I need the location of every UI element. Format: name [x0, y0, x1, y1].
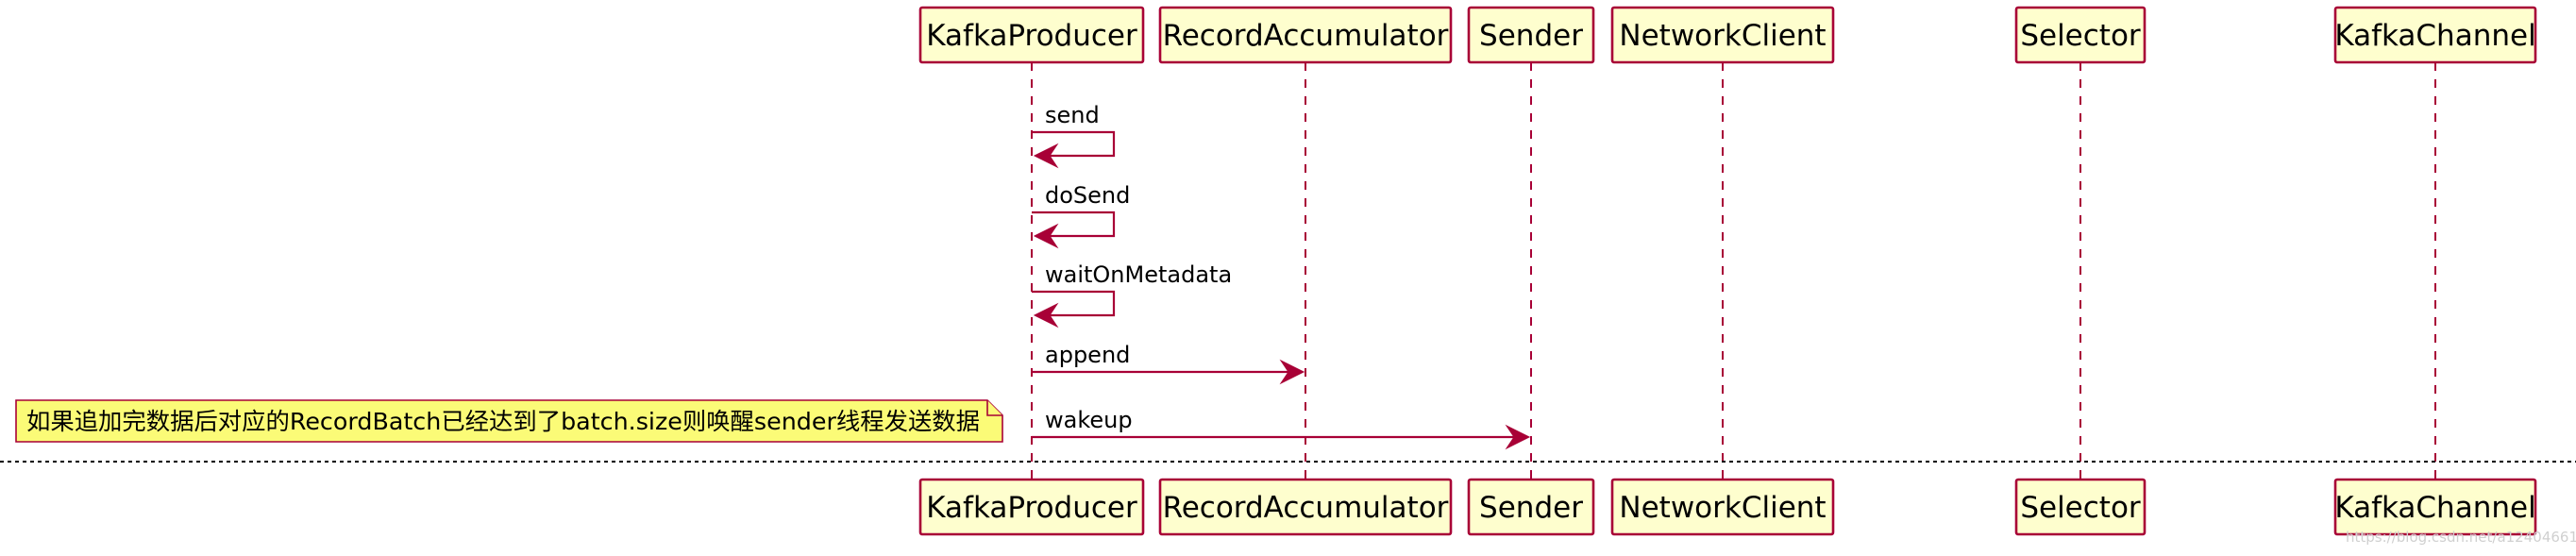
participant-label: KafkaProducer: [926, 491, 1137, 525]
participant-networkclient-bottom: NetworkClient: [1610, 478, 1835, 536]
participant-kafkachannel: KafkaChannel: [2333, 6, 2537, 64]
arrow-head-icon: [1505, 424, 1531, 450]
participant-label: NetworkClient: [1619, 19, 1826, 53]
participant-selector: Selector: [2014, 6, 2147, 64]
message-waitonmetadata: waitOnMetadata: [1032, 261, 1232, 329]
participant-label: Sender: [1479, 491, 1583, 525]
arrow-head-icon: [1033, 223, 1059, 249]
participant-label: RecordAccumulator: [1163, 19, 1449, 53]
arrow-head-icon: [1279, 359, 1305, 385]
message-wakeup: wakeup: [1032, 407, 1531, 450]
participant-label: RecordAccumulator: [1163, 491, 1449, 525]
participant-selector-bottom: Selector: [2014, 478, 2147, 536]
participant-kafkaproducer: KafkaProducer: [918, 6, 1145, 64]
participant-label: Selector: [2020, 491, 2141, 525]
message-arrow-line: [1032, 211, 1116, 238]
message-label: waitOnMetadata: [1045, 261, 1232, 288]
message-label: append: [1045, 342, 1130, 368]
lifelines: [1031, 62, 2436, 480]
participant-sender-bottom: Sender: [1467, 478, 1595, 536]
message-append: append: [1032, 342, 1305, 385]
message-dosend: doSend: [1032, 182, 1130, 249]
participant-recordaccumulator-bottom: RecordAccumulator: [1158, 478, 1453, 536]
message-arrow-line: [1032, 290, 1116, 317]
participant-label: Sender: [1479, 19, 1583, 53]
participant-recordaccumulator: RecordAccumulator: [1158, 6, 1453, 64]
participant-label: NetworkClient: [1619, 491, 1826, 525]
message-label: wakeup: [1045, 407, 1133, 433]
message-send: send: [1032, 102, 1116, 169]
participant-kafkaproducer-bottom: KafkaProducer: [918, 478, 1145, 536]
participant-kafkachannel-bottom: KafkaChannel: [2333, 478, 2537, 536]
participant-label: KafkaChannel: [2334, 491, 2535, 525]
message-label: doSend: [1045, 182, 1130, 209]
arrow-head-icon: [1033, 302, 1059, 329]
participant-label: KafkaChannel: [2334, 19, 2535, 53]
participant-networkclient: NetworkClient: [1610, 6, 1835, 64]
arrow-head-icon: [1033, 143, 1059, 169]
participant-sender: Sender: [1467, 6, 1595, 64]
participant-label: KafkaProducer: [926, 19, 1137, 53]
participants-top: KafkaProducer RecordAccumulator Sender N…: [918, 6, 2537, 64]
message-label: send: [1045, 102, 1100, 128]
participant-label: Selector: [2020, 19, 2141, 53]
message-arrow-line: [1032, 130, 1116, 158]
participants-bottom: KafkaProducer RecordAccumulator Sender N…: [918, 478, 2537, 536]
messages: send doSend waitOnMetadata append wakeup: [1032, 102, 1531, 450]
note: 如果追加完数据后对应的RecordBatch已经达到了batch.size则唤醒…: [15, 399, 1003, 443]
watermark: https://blog.csdn.net/a1240466196: [2346, 529, 2576, 546]
note-text: 如果追加完数据后对应的RecordBatch已经达到了batch.size则唤醒…: [26, 408, 980, 435]
